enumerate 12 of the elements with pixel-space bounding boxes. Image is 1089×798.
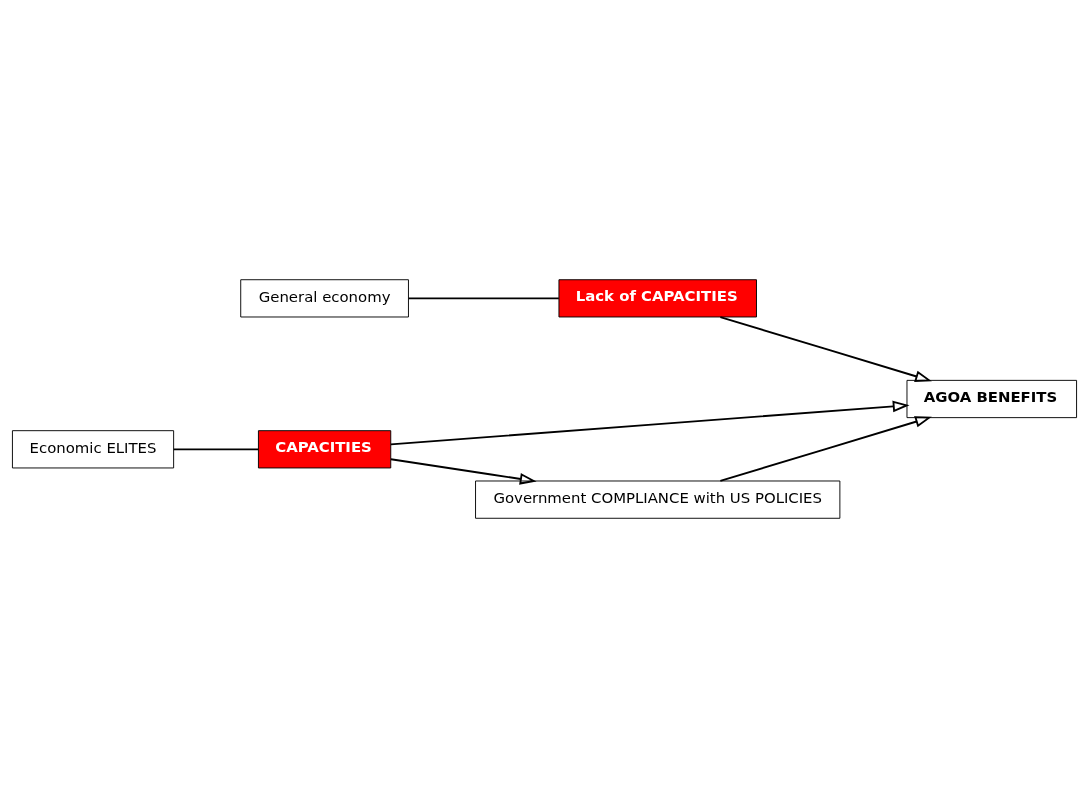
arrow: [719, 416, 932, 482]
connector: [407, 297, 560, 300]
node-box: CAPACITIES: [257, 430, 392, 469]
arrow: [390, 458, 537, 485]
node-box: Economic ELITES: [11, 430, 175, 469]
arrow: [389, 400, 910, 446]
node-box: Government COMPLIANCE with US POLICIES: [475, 480, 841, 519]
node-box: AGOA BENEFITS: [906, 379, 1078, 419]
node-box: Lack of CAPACITIES: [558, 279, 757, 318]
connector: [172, 448, 260, 451]
node-box: General economy: [240, 279, 409, 318]
arrow: [719, 316, 932, 382]
